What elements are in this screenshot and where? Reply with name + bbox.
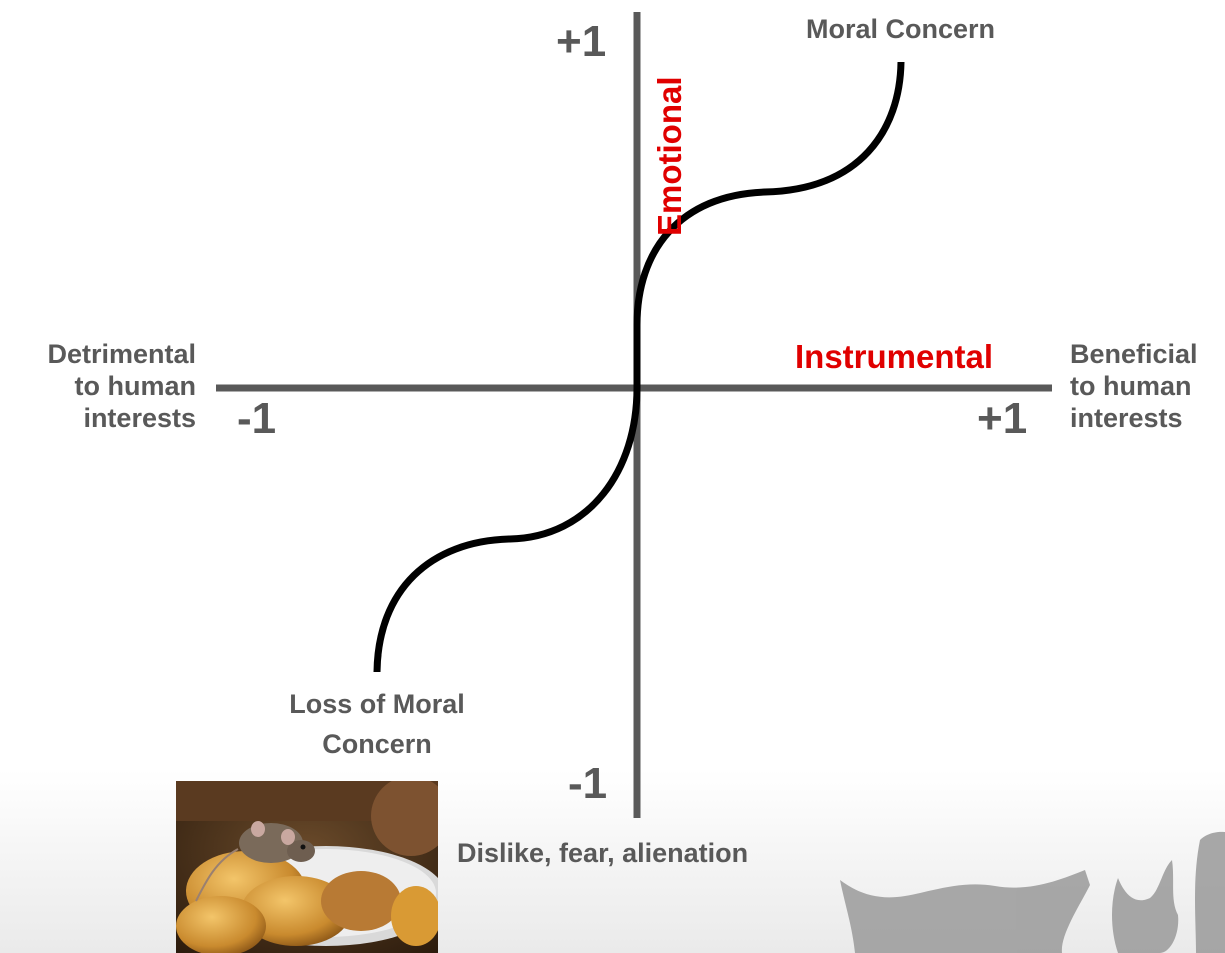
loss-label-line-2: Concern [322, 729, 432, 759]
mouse-bread-photo [176, 781, 438, 953]
left-label-line-3: interests [83, 403, 196, 433]
moral-concern-label: Moral Concern [806, 14, 996, 44]
right-label-line-1: Beneficial [1070, 339, 1198, 369]
right-axis-label: Beneficial to human interests [1070, 338, 1225, 434]
dislike-fear-alienation-label: Dislike, fear, alienation [457, 838, 749, 868]
animal-silhouettes [840, 831, 1225, 953]
right-label-line-2: to human [1070, 371, 1192, 401]
left-label-line-1: Detrimental [47, 339, 196, 369]
y-top-tick: +1 [556, 17, 607, 66]
cow-silhouette [1195, 831, 1225, 953]
x-axis-title: Instrumental [795, 338, 994, 375]
loss-label-line-1: Loss of Moral [289, 689, 465, 719]
mouse-bread-illustration [176, 781, 438, 953]
x-left-tick: -1 [237, 394, 277, 443]
x-right-tick: +1 [977, 394, 1028, 443]
right-label-line-3: interests [1070, 403, 1183, 433]
left-axis-label: Detrimental to human interests [0, 338, 196, 434]
left-label-line-2: to human [74, 371, 197, 401]
y-bottom-tick: -1 [568, 759, 608, 808]
dog-silhouette [840, 870, 1090, 953]
concern-curve [633, 61, 905, 326]
y-axis-title: Emotional [651, 76, 688, 236]
loss-of-concern-curve [373, 387, 641, 673]
loss-of-moral-concern-label: Loss of Moral Concern [257, 688, 497, 760]
chicken-silhouette [1112, 860, 1179, 953]
